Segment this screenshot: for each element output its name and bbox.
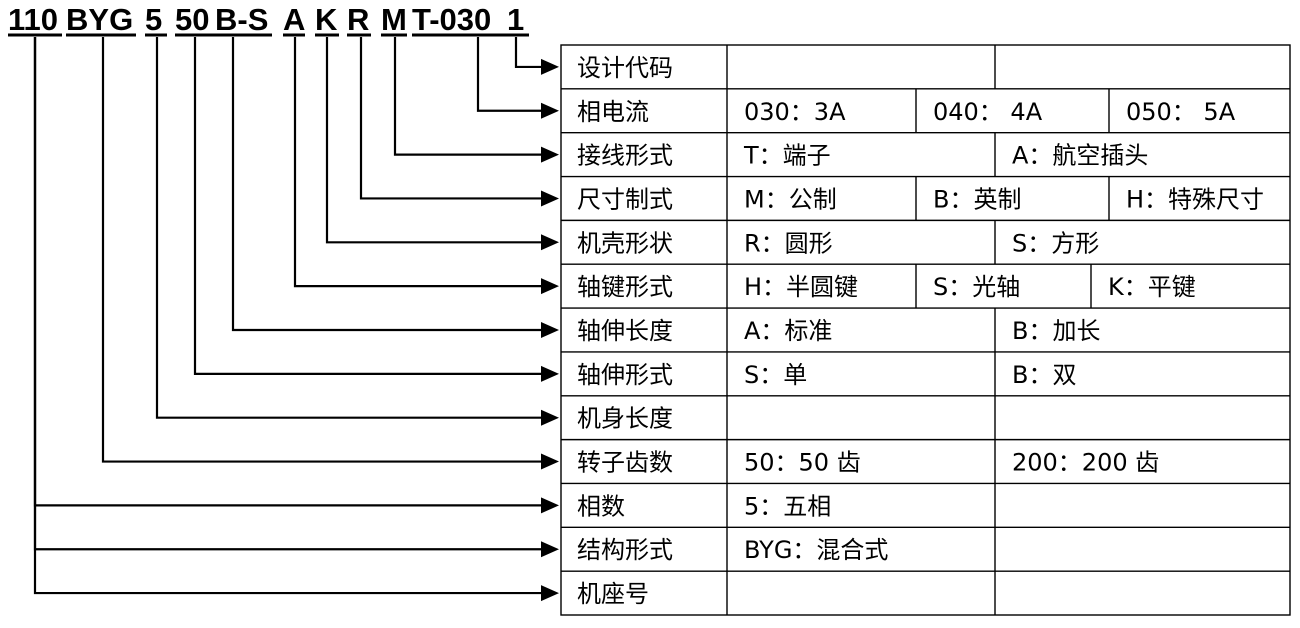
row-label: 轴伸形式: [577, 361, 673, 389]
table-row: 结构形式 BYG：混合式: [561, 526, 1290, 572]
table-row: 设计代码: [577, 45, 996, 89]
option-cell: S：光轴: [933, 273, 1020, 301]
arrow-icon: [541, 453, 559, 470]
option-cell: H：特殊尺寸: [1126, 185, 1264, 213]
arrow-icon: [541, 278, 559, 295]
option-cell: S：方形: [1012, 229, 1099, 257]
option-cell: 030：3A: [744, 98, 846, 126]
leader-line: [101, 37, 547, 463]
row-label: 转子齿数: [577, 449, 673, 477]
arrow-icon: [541, 541, 559, 558]
row-label: 设计代码: [577, 54, 673, 82]
option-cell: A：标准: [744, 317, 832, 345]
option-cell: 50：50 齿: [744, 449, 861, 477]
arrow-icon: [541, 409, 559, 426]
option-cell: B：双: [1012, 361, 1076, 389]
leader-line: [359, 37, 547, 200]
code-segment: K: [315, 2, 338, 37]
arrow-icon: [541, 497, 559, 514]
leader-line: [33, 37, 547, 507]
arrow-icon: [541, 58, 559, 75]
arrow-icon: [541, 146, 559, 163]
code-segment: R: [347, 2, 369, 37]
option-cell: A：航空插头: [1012, 142, 1148, 170]
table-row: 机壳形状 R：圆形 S：方形: [561, 219, 1290, 265]
table-border: [560, 44, 1291, 616]
arrow-icon: [541, 585, 559, 602]
code-segment: A: [283, 2, 305, 37]
option-cell: H：半圆键: [744, 273, 858, 301]
code-segment: M: [381, 2, 407, 37]
leader-line: [193, 37, 547, 375]
option-cell: 040： 4A: [933, 98, 1043, 126]
arrow-icon: [541, 102, 559, 119]
option-cell: 200：200 齿: [1012, 449, 1159, 477]
leader-line: [393, 37, 547, 156]
option-cell: 050： 5A: [1126, 98, 1236, 126]
code-segment: T-030: [412, 2, 491, 37]
row-label: 尺寸制式: [577, 185, 673, 213]
leader-line: [231, 37, 547, 332]
option-cell: M：公制: [744, 185, 837, 213]
code-segment: 5: [145, 2, 162, 37]
table-row: 相数 5：五相: [561, 482, 1290, 528]
option-cell: R：圆形: [744, 229, 833, 257]
code-segment: 1: [507, 2, 524, 37]
table-row: 相电流 030：3A 040： 4A 050： 5A: [561, 88, 1290, 133]
leader-line: [33, 37, 547, 551]
row-label: 轴键形式: [577, 273, 673, 301]
row-label: 相电流: [577, 98, 649, 126]
code-segment: 50: [175, 2, 209, 37]
row-label: 接线形式: [577, 142, 673, 170]
option-cell: K：平键: [1108, 273, 1196, 301]
row-label: 机壳形状: [577, 229, 673, 257]
row-label: 机身长度: [577, 405, 673, 433]
leader-line: [325, 37, 547, 244]
leader-lines: [33, 37, 559, 602]
leader-line: [293, 37, 547, 288]
row-label: 轴伸长度: [577, 317, 673, 345]
arrow-icon: [541, 234, 559, 251]
option-cell: 5：五相: [744, 492, 831, 520]
table-row: 尺寸制式 M：公制 B：英制 H：特殊尺寸: [561, 175, 1290, 221]
option-cell: BYG：混合式: [744, 536, 888, 564]
option-cell: T：端子: [743, 142, 831, 170]
leader-line: [33, 37, 547, 595]
row-label: 相数: [577, 492, 625, 520]
leader-line: [514, 37, 547, 69]
table-row: 轴伸形式 S：单 B：双: [561, 351, 1290, 396]
option-cell: S：单: [744, 361, 807, 389]
arrow-icon: [541, 365, 559, 382]
code-segment: B-S: [215, 2, 268, 37]
leader-line: [155, 37, 547, 419]
table-row: 转子齿数 50：50 齿 200：200 齿: [561, 438, 1290, 484]
table-row: 机座号: [561, 570, 1290, 615]
option-cell: B：加长: [1012, 317, 1100, 345]
arrow-icon: [541, 190, 559, 207]
table-row: 接线形式 T：端子 A：航空插头: [561, 131, 1290, 177]
code-segment: 110: [8, 2, 58, 37]
code-segment: BYG: [66, 2, 133, 37]
table-row: 轴键形式 H：半圆键 S：光轴 K：平键: [561, 263, 1290, 309]
row-label: 机座号: [577, 580, 649, 608]
table-row: 机身长度: [561, 395, 1290, 440]
option-cell: B：英制: [933, 185, 1021, 213]
table-row: 轴伸长度 A：标准 B：加长: [561, 307, 1290, 352]
arrow-icon: [541, 322, 559, 338]
row-label: 结构形式: [577, 536, 673, 564]
leader-line: [476, 37, 547, 112]
